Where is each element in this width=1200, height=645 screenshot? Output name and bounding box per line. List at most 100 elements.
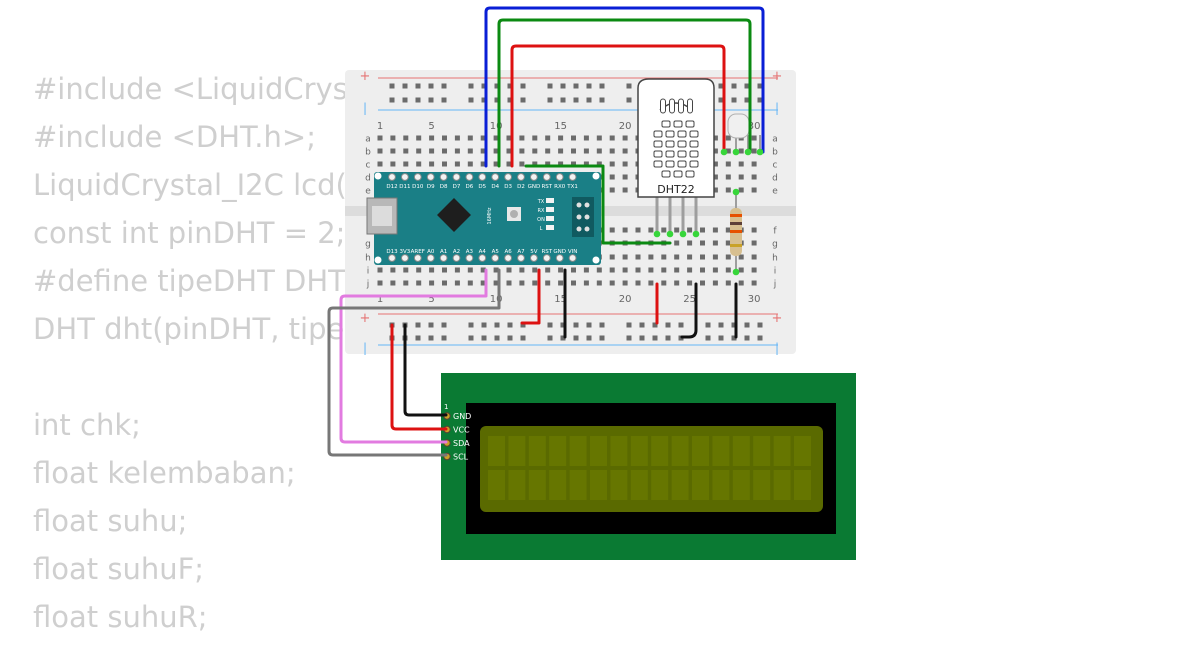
rail-hole <box>481 335 487 341</box>
vent-slot <box>685 120 695 128</box>
breadboard-hole <box>700 240 705 246</box>
breadboard-hole <box>532 135 538 141</box>
status-led <box>546 216 554 221</box>
breadboard-hole <box>467 280 473 286</box>
breadboard-hole <box>725 161 731 167</box>
breadboard-hole <box>751 161 757 167</box>
lcd-cell <box>488 436 505 466</box>
breadboard-hole <box>661 254 667 260</box>
rail-hole <box>547 335 553 341</box>
breadboard-hole <box>377 148 383 154</box>
arduino-pin-label: D10 <box>412 184 424 190</box>
resistor <box>730 192 742 272</box>
rail-hole <box>652 322 658 328</box>
vent-slot <box>661 120 671 128</box>
rail-hole <box>744 83 750 89</box>
breadboard-hole <box>648 267 654 273</box>
rail-hole <box>599 83 605 89</box>
vent-slot <box>677 150 687 158</box>
lcd-cell <box>651 470 669 500</box>
arduino-pin <box>517 254 525 262</box>
row-label: b <box>772 148 778 158</box>
arduino-pin <box>426 254 435 262</box>
arduino-pin-label: GND <box>553 249 566 255</box>
breadboard-hole <box>609 174 615 180</box>
arduino-pin-label: RX0 <box>554 184 566 190</box>
rail-hole <box>626 322 632 328</box>
breadboard-hole <box>442 161 447 167</box>
vent-slot <box>689 150 699 158</box>
lcd-cell <box>549 470 567 500</box>
arduino-pin <box>530 254 538 262</box>
rail-plus-label: + <box>772 69 783 84</box>
microcontroller-chip <box>437 198 471 232</box>
arduino-pin <box>568 254 577 262</box>
arduino-pin <box>555 173 564 181</box>
vent-slot <box>665 150 675 158</box>
breadboard-hole <box>622 267 628 273</box>
rail-hole <box>468 83 474 89</box>
breadboard-hole <box>725 240 731 246</box>
rail-minus-label: | <box>363 341 367 355</box>
vent-fin <box>660 98 666 114</box>
lcd-cell <box>569 470 587 500</box>
breadboard-hole <box>712 227 718 233</box>
arduino-pin-label: RST <box>541 184 552 190</box>
breadboard-hole <box>712 267 718 273</box>
breadboard-hole <box>467 148 473 154</box>
breadboard-hole <box>712 174 718 180</box>
breadboard-hole <box>751 240 757 246</box>
rail-hole <box>757 335 763 341</box>
circuit-diagram: + + + + | | | | 115510101515202025253030… <box>327 6 856 560</box>
breadboard-hole <box>622 227 628 233</box>
rail-hole <box>402 97 408 103</box>
rail-hole <box>468 335 474 341</box>
rail-hole <box>718 322 724 328</box>
breadboard-hole <box>506 267 512 273</box>
row-label: g <box>365 240 371 250</box>
breadboard-hole <box>674 267 680 273</box>
vent-slot <box>665 140 675 148</box>
vent-slot <box>677 160 687 168</box>
breadboard-hole <box>467 135 473 141</box>
breadboard-hole <box>571 135 576 141</box>
breadboard-hole <box>738 267 744 273</box>
arduino-pin-label: A2 <box>453 249 460 255</box>
breadboard-hole <box>609 254 615 260</box>
breadboard-hole <box>674 227 680 233</box>
breadboard-hole <box>480 267 486 273</box>
breadboard-hole <box>545 267 551 273</box>
breadboard-hole <box>429 161 435 167</box>
sensor-body <box>637 78 715 198</box>
arduino-pin <box>439 173 448 181</box>
arduino-pin-label: A5 <box>492 249 500 255</box>
column-label: 10 <box>490 121 503 132</box>
breadboard-hole <box>687 254 693 260</box>
breadboard-hole <box>674 254 680 260</box>
rail-hole <box>744 335 750 341</box>
arduino-pin-label: A1 <box>440 249 447 255</box>
breadboard-hole <box>725 148 731 154</box>
breadboard-hole <box>725 227 731 233</box>
breadboard-hole <box>712 135 718 141</box>
rail-hole <box>441 322 447 328</box>
row-label: e <box>365 187 371 197</box>
rail-hole <box>731 97 737 103</box>
breadboard-hole <box>519 280 525 286</box>
rail-hole <box>468 322 474 328</box>
icsp-pin <box>576 214 582 220</box>
breadboard-hole <box>596 280 602 286</box>
breadboard-hole <box>725 254 731 260</box>
lcd-cell <box>488 470 505 500</box>
breadboard-hole <box>648 254 654 260</box>
breadboard-hole <box>635 227 641 233</box>
breadboard-hole <box>493 267 499 273</box>
breadboard-hole <box>622 280 628 286</box>
wire-black-sensor <box>680 282 698 339</box>
vent-slot <box>665 130 675 138</box>
resistor-band <box>730 244 742 247</box>
lcd-cell <box>732 470 750 500</box>
reset-button-cap[interactable] <box>510 210 518 218</box>
arduino-pin-label: VIN <box>568 249 578 255</box>
code-line: float suhu; <box>33 504 188 538</box>
